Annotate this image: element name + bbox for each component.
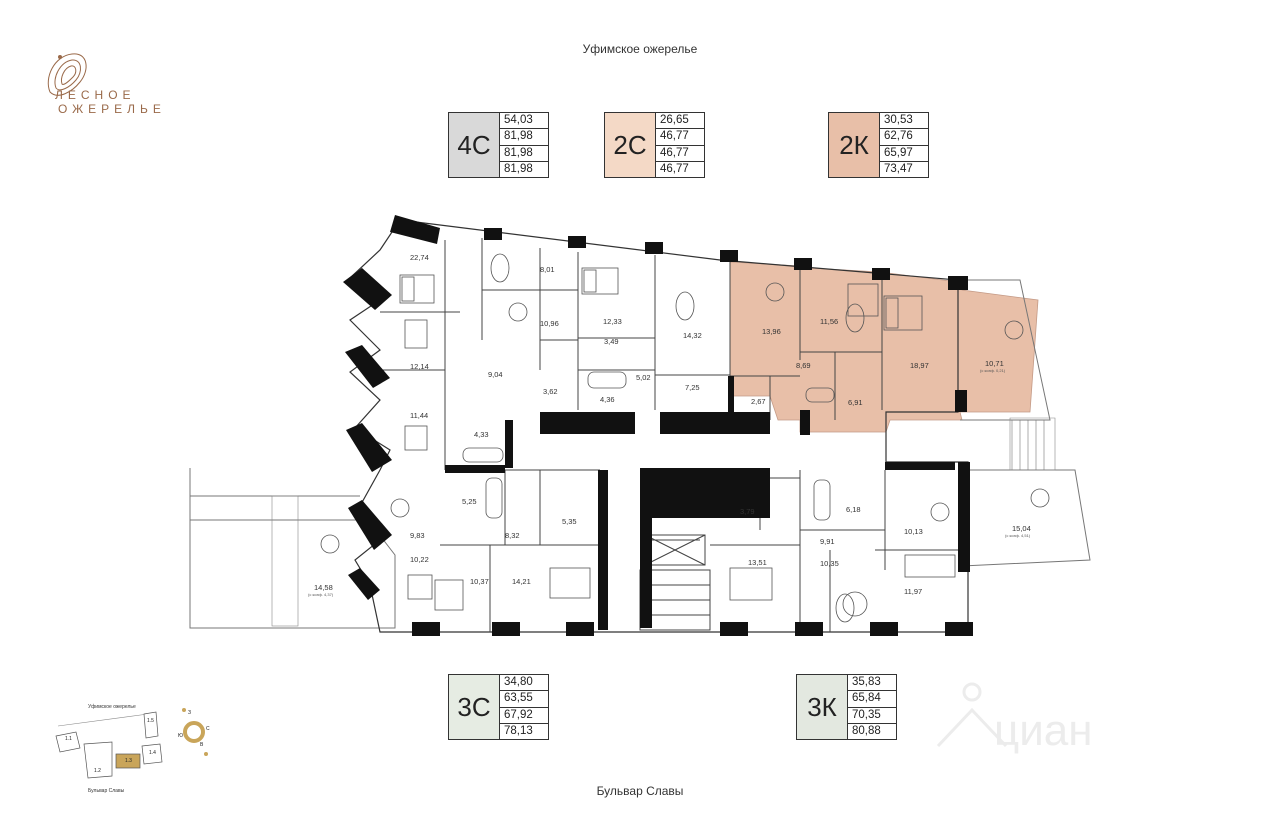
legend-value: 46,77 (656, 129, 704, 146)
legend-value: 81,98 (504, 162, 533, 175)
room-area: 15,04 (1012, 524, 1031, 533)
legend-code: 4С (449, 113, 500, 177)
legend-value: 63,55 (500, 691, 548, 708)
room-area: 8,69 (796, 361, 811, 370)
room-area-note: (с коэф. 4,37) (308, 592, 334, 597)
room-area: 3,79 (740, 507, 755, 516)
room-area: 13,96 (762, 327, 781, 336)
room-area: 12,14 (410, 362, 429, 371)
room-area: 6,91 (848, 398, 863, 407)
legend-value: 46,77 (660, 162, 689, 175)
legend-value: 34,80 (500, 675, 548, 692)
room-area: 14,21 (512, 577, 531, 586)
legend-value: 30,53 (880, 113, 928, 130)
street-top-label: Уфимское ожерелье (582, 42, 698, 56)
room-area: 5,02 (636, 373, 651, 382)
legend-2c[interactable]: 2С 26,65 46,77 46,77 46,77 (604, 112, 705, 178)
legend-value: 54,03 (500, 113, 548, 130)
room-area: 18,97 (910, 361, 929, 370)
legend-code: 3К (797, 675, 848, 739)
street-bottom-label: Бульвар Славы (596, 784, 684, 798)
cian-watermark: циан (930, 676, 1140, 761)
room-area: 10,96 (540, 319, 559, 328)
legend-value: 67,92 (500, 708, 548, 724)
legend-3k[interactable]: 3К 35,83 65,84 70,35 80,88 (796, 674, 897, 740)
legend-2k[interactable]: 2К 30,53 62,76 65,97 73,47 (828, 112, 929, 178)
legend-value: 73,47 (884, 162, 913, 175)
room-area-labels: 22,74 8,01 10,96 12,33 14,32 13,96 11,56… (308, 253, 1031, 597)
room-area: 5,35 (562, 517, 577, 526)
apartment-2k-highlight[interactable] (729, 261, 1039, 433)
room-area: 6,18 (846, 505, 861, 514)
room-area: 10,13 (904, 527, 923, 536)
minimap-section: 1.2 (94, 768, 101, 774)
cian-logo-icon (936, 682, 1008, 748)
legend-3c[interactable]: 3С 34,80 63,55 67,92 78,13 (448, 674, 549, 740)
logo-line-2: ОЖЕРЕЛЬЕ (58, 102, 166, 116)
watermark-text: циан (994, 706, 1093, 755)
legend-value: 80,88 (852, 724, 881, 737)
legend-4c[interactable]: 4С 54,03 81,98 81,98 81,98 (448, 112, 549, 178)
contour-logo-icon (47, 53, 87, 96)
minimap-section: 1.4 (149, 750, 156, 756)
logo-line-1: ЛЕСНОЕ (55, 88, 136, 102)
room-area: 8,32 (505, 531, 520, 540)
room-area: 14,58 (314, 583, 333, 592)
legend-value: 65,84 (848, 691, 896, 708)
room-area: 4,33 (474, 430, 489, 439)
compass-north: С (206, 726, 210, 732)
room-area: 3,62 (543, 387, 558, 396)
room-area: 8,01 (540, 265, 555, 274)
room-area: 13,51 (748, 558, 767, 567)
legend-value: 26,65 (656, 113, 704, 130)
room-area-note: (с коэф. 4,51) (1005, 533, 1031, 538)
room-area: 22,74 (410, 253, 429, 262)
legend-value: 70,35 (848, 708, 896, 724)
compass-west: З (188, 710, 192, 716)
room-area: 9,04 (488, 370, 503, 379)
room-area: 11,56 (820, 317, 838, 326)
compass-south: Ю (178, 733, 184, 739)
room-area: 10,71 (985, 359, 1004, 368)
legend-value: 35,83 (848, 675, 896, 692)
room-area: 10,37 (470, 577, 489, 586)
room-area: 14,32 (683, 331, 702, 340)
room-area: 10,35 (820, 559, 839, 568)
minimap-street-bottom: Бульвар Славы (88, 788, 125, 794)
room-area: 3,49 (604, 337, 619, 346)
room-area: 4,36 (600, 395, 615, 404)
room-area: 7,25 (685, 383, 700, 392)
room-area-note: (с коэф. 0,21) (980, 368, 1006, 373)
legend-code: 3С (449, 675, 500, 739)
room-area: 5,25 (462, 497, 477, 506)
legend-value: 78,13 (504, 724, 533, 737)
compass-east: В (200, 742, 204, 748)
room-area: 11,97 (904, 587, 922, 596)
site-minimap[interactable]: Уфимское ожерелье Бульвар Славы 1.1 1.2 … (48, 696, 228, 811)
legend-value: 81,98 (500, 146, 548, 162)
minimap-street-top: Уфимское ожерелье (88, 704, 136, 710)
legend-code: 2К (829, 113, 880, 177)
room-area: 11,44 (410, 411, 428, 420)
minimap-section: 1.5 (147, 718, 154, 724)
room-area: 9,91 (820, 537, 835, 546)
legend-value: 81,98 (500, 129, 548, 146)
minimap-section: 1.1 (65, 736, 72, 742)
legend-value: 46,77 (656, 146, 704, 162)
room-area: 10,22 (410, 555, 429, 564)
minimap-diagram (55, 708, 208, 779)
minimap-section-active: 1.3 (125, 758, 132, 764)
room-area: 12,33 (603, 317, 622, 326)
room-area: 2,67 (751, 397, 766, 406)
legend-value: 65,97 (880, 146, 928, 162)
legend-code: 2С (605, 113, 656, 177)
brand-logo (40, 48, 210, 123)
legend-value: 62,76 (880, 129, 928, 146)
room-area: 9,83 (410, 531, 425, 540)
